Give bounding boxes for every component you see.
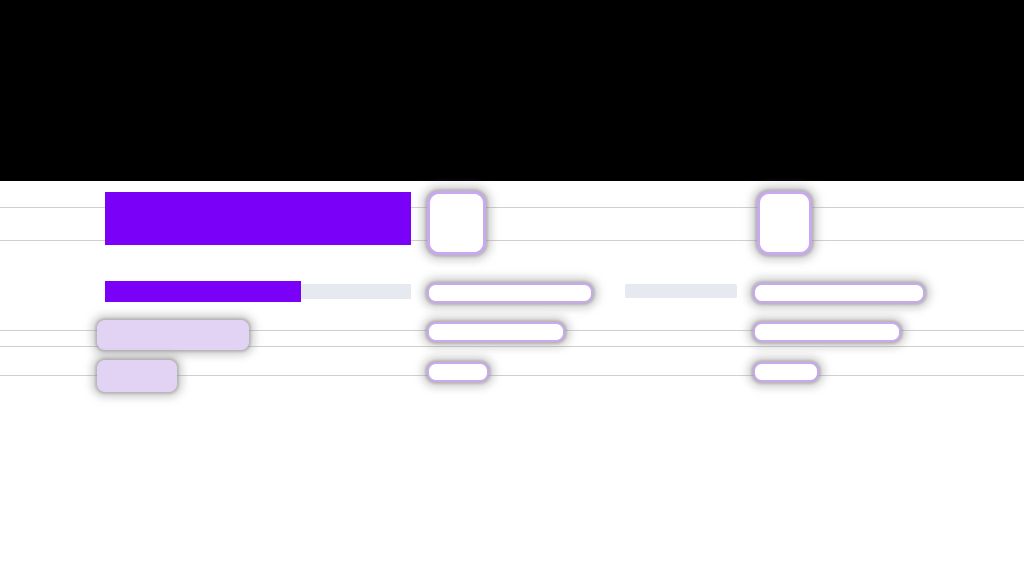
row-divider xyxy=(0,240,1024,241)
text-line-placeholder-long xyxy=(427,283,593,303)
header-banner xyxy=(0,0,1024,181)
row-divider xyxy=(0,375,1024,376)
subtitle-muted-placeholder xyxy=(301,284,411,299)
chip-placeholder-medium xyxy=(97,320,249,350)
subtitle-placeholder xyxy=(105,281,301,302)
title-placeholder xyxy=(105,192,411,245)
thumbnail-placeholder xyxy=(427,191,486,255)
text-line-placeholder-medium xyxy=(427,322,565,342)
text-line-placeholder-short xyxy=(427,362,489,382)
row-divider xyxy=(0,346,1024,347)
text-line-placeholder-medium xyxy=(753,322,901,342)
text-line-placeholder-short xyxy=(753,362,819,382)
row-divider xyxy=(0,207,1024,208)
thumbnail-placeholder xyxy=(757,191,812,255)
text-line-placeholder-long xyxy=(753,283,925,303)
chip-placeholder-small xyxy=(97,360,177,392)
muted-line-placeholder xyxy=(625,284,737,298)
